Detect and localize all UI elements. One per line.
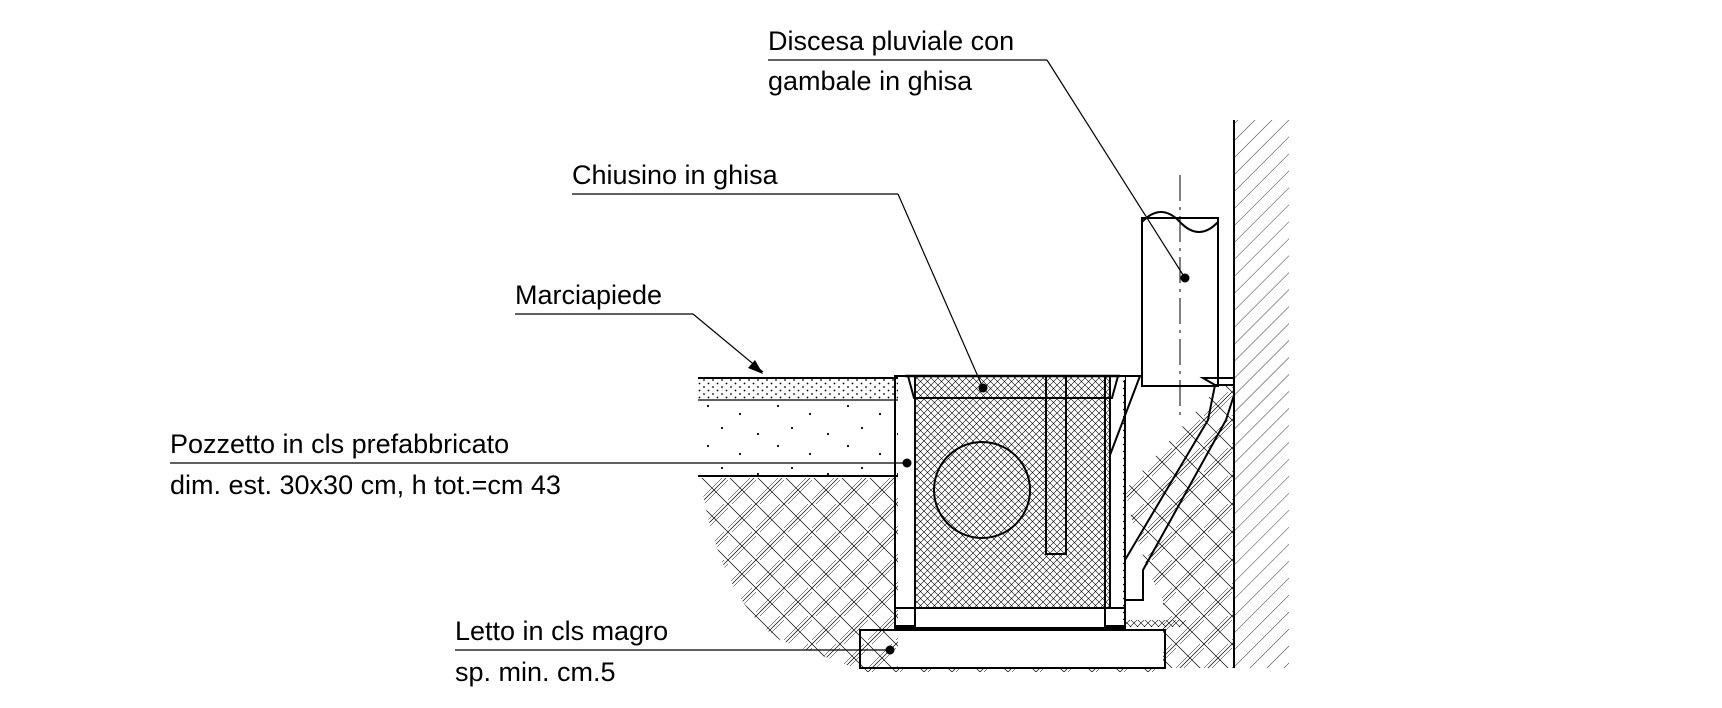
concrete-bed: [859, 629, 1166, 669]
label-discesa-1: Discesa pluviale con: [768, 26, 1014, 56]
label-letto-2: sp. min. cm.5: [455, 657, 616, 687]
leader-pozzetto: [170, 458, 912, 468]
sidewalk-surface: [698, 378, 898, 400]
downpipe-elbow: [1124, 384, 1235, 601]
label-pozzetto-2: dim. est. 30x30 cm, h tot.=cm 43: [170, 470, 561, 500]
outlet-pipe-opening: [933, 441, 1031, 539]
pozzetto-walls: [896, 376, 1186, 627]
leader-discesa: [768, 59, 1190, 283]
sidewalk-subbase: [698, 400, 898, 476]
leader-letto: [455, 645, 895, 655]
label-marciapiede: Marciapiede: [515, 280, 662, 310]
label-letto-1: Letto in cls magro: [455, 616, 668, 646]
label-chiusino: Chiusino in ghisa: [572, 160, 779, 190]
soil-left: [700, 478, 898, 668]
label-pozzetto-1: Pozzetto in cls prefabbricato: [170, 429, 509, 459]
downpipe-connector: [1109, 375, 1142, 456]
leader-chiusino: [572, 193, 988, 393]
building-wall: [1234, 120, 1289, 668]
label-discesa-2: gambale in ghisa: [768, 66, 973, 96]
leader-marciapiede: [515, 313, 764, 374]
